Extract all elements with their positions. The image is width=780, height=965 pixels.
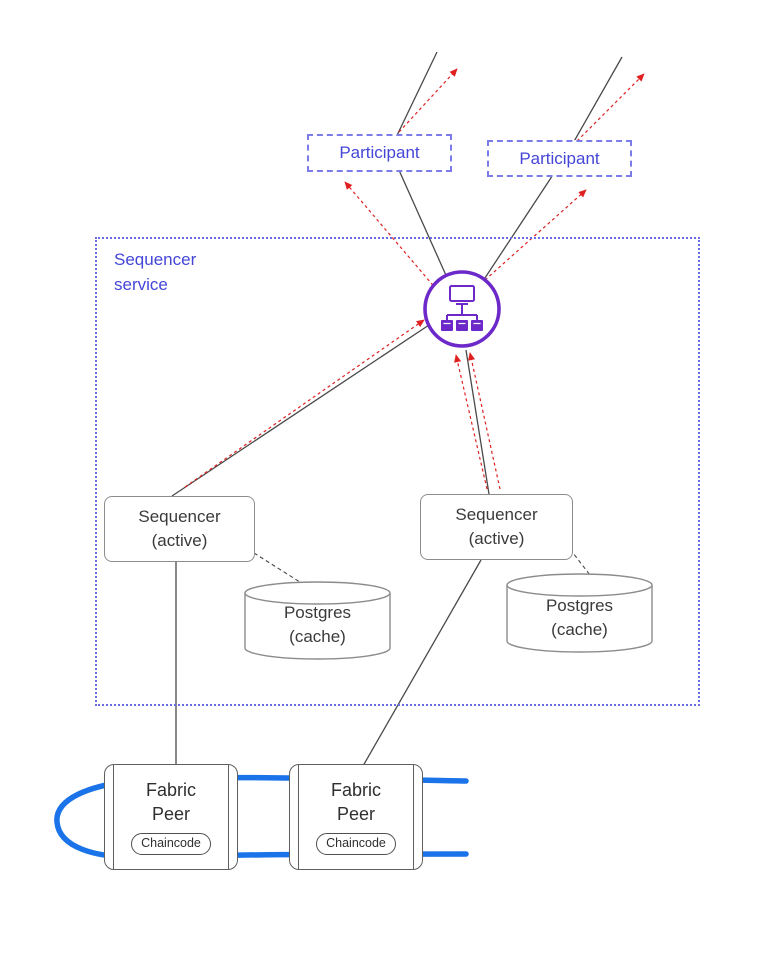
sequencer-2-line1: Sequencer [455,505,538,525]
fabric-peer-2: Fabric Peer Chaincode [289,764,423,870]
postgres-1-line1: Postgres [283,603,352,622]
blue-channel-ribbon [54,774,469,860]
sequencer-2-line2: (active) [468,529,525,548]
postgres-2-line2: (cache) [551,619,608,639]
postgres-1-label: Postgres (cache) [245,601,390,649]
fabric-peer-1-line2: Peer [151,803,191,824]
fabric-peer-1: Fabric Peer Chaincode [104,764,238,870]
sequencer-service-label-line1: Sequencer [114,250,197,269]
sequencer-service-container [95,237,700,706]
red-flow-arrows [184,68,645,490]
participant-2-label: Participant [519,148,600,168]
sequencer-1-line1: Sequencer [138,507,221,527]
chaincode-badge-2: Chaincode [316,833,396,855]
sequencer-service-label-line2: service [114,274,168,294]
chaincode-badge-1: Chaincode [131,833,211,855]
participant-1-label: Participant [339,143,420,162]
fabric-peer-2-line2: Peer [336,803,376,824]
fabric-peer-1-line1: Fabric [145,780,196,801]
sequencer-1: Sequencer (active) [104,496,255,562]
postgres-2-line1: Postgres [545,596,614,615]
participant-1: Participant [307,134,452,172]
postgres-cylinder-2 [506,573,653,653]
fabric-peer-2-line1: Fabric [330,780,381,801]
org-chart-network-icon [423,270,501,348]
postgres-1-line2: (cache) [289,626,346,646]
sequencer-service-label: Sequencer service [114,248,196,297]
participant-2: Participant [487,140,632,177]
postgres-2-label: Postgres (cache) [507,594,652,642]
sequencer-2: Sequencer (active) [420,494,573,560]
postgres-cylinder-1 [244,581,391,660]
sequencer-1-line2: (active) [151,531,208,550]
